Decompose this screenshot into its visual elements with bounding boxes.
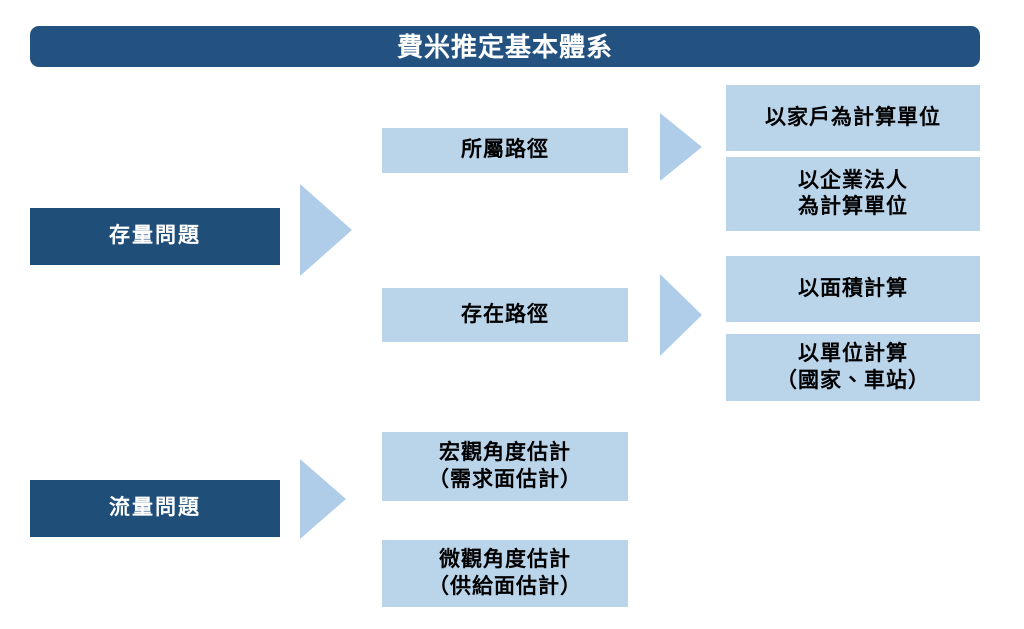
- arrow-belonging-path-to-leaves: [660, 113, 705, 181]
- node-flow-problem[interactable]: 流量問題: [30, 480, 280, 537]
- node-belonging-path[interactable]: 所屬路徑: [382, 128, 628, 173]
- arrow-existing-path-to-leaves: [660, 274, 705, 356]
- node-household-unit[interactable]: 以家戶為計算單位: [726, 85, 980, 151]
- node-corporate-unit[interactable]: 以企業法人 為計算單位: [726, 157, 980, 231]
- node-belonging-path-label: 所屬路徑: [461, 138, 549, 162]
- node-stock-problem[interactable]: 存量問題: [30, 208, 280, 265]
- page-title: 費米推定基本體系: [396, 31, 613, 62]
- node-micro-estimate-label: 微觀角度估計 （供給面估計）: [428, 548, 582, 598]
- page-title-bar: 費米推定基本體系: [30, 26, 980, 67]
- node-by-unit-label: 以單位計算 （國家、車站）: [776, 342, 930, 392]
- node-existing-path-label: 存在路徑: [461, 302, 549, 326]
- node-household-unit-label: 以家戶為計算單位: [765, 105, 941, 129]
- node-by-area-label: 以面積計算: [798, 276, 908, 300]
- node-corporate-unit-label: 以企業法人 為計算單位: [798, 168, 908, 218]
- node-macro-estimate[interactable]: 宏觀角度估計 （需求面估計）: [382, 432, 628, 501]
- node-macro-estimate-label: 宏觀角度估計 （需求面估計）: [428, 441, 582, 491]
- node-micro-estimate[interactable]: 微觀角度估計 （供給面估計）: [382, 540, 628, 607]
- node-existing-path[interactable]: 存在路徑: [382, 288, 628, 342]
- node-by-unit[interactable]: 以單位計算 （國家、車站）: [726, 334, 980, 401]
- node-by-area[interactable]: 以面積計算: [726, 256, 980, 322]
- node-flow-problem-label: 流量問題: [109, 496, 201, 520]
- arrow-flow-to-estimates: [300, 459, 349, 539]
- arrow-stock-to-paths: [300, 184, 355, 276]
- node-stock-problem-label: 存量問題: [109, 224, 201, 248]
